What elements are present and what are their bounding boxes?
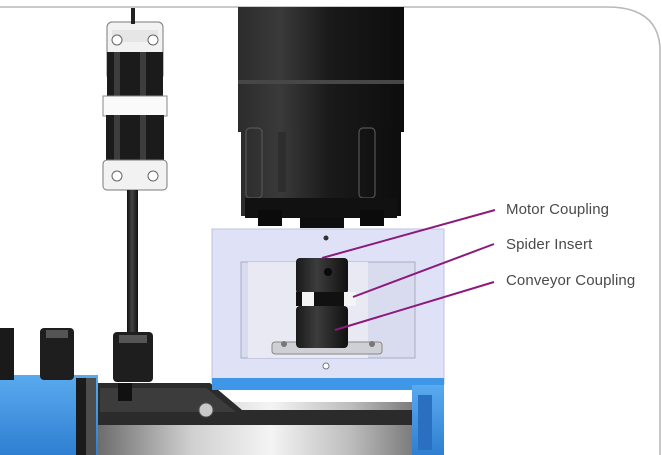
conveyor-frame [0,375,444,455]
cable-connector [102,8,168,191]
callout-conveyor-coupling: Conveyor Coupling [506,272,636,289]
callout-spider-insert: Spider Insert [506,236,593,253]
jaw-coupling [296,258,356,348]
cable [127,190,138,340]
conveyor-coupling-leader [334,281,495,331]
callout-motor-coupling: Motor Coupling [506,201,610,218]
spider-insert-leader [352,243,495,298]
leader-lines [321,209,496,331]
cable-glands [0,328,153,401]
panel-border [0,6,661,455]
motor [238,7,404,228]
mounting-bracket [96,383,440,425]
motor-coupling-leader [321,209,496,259]
